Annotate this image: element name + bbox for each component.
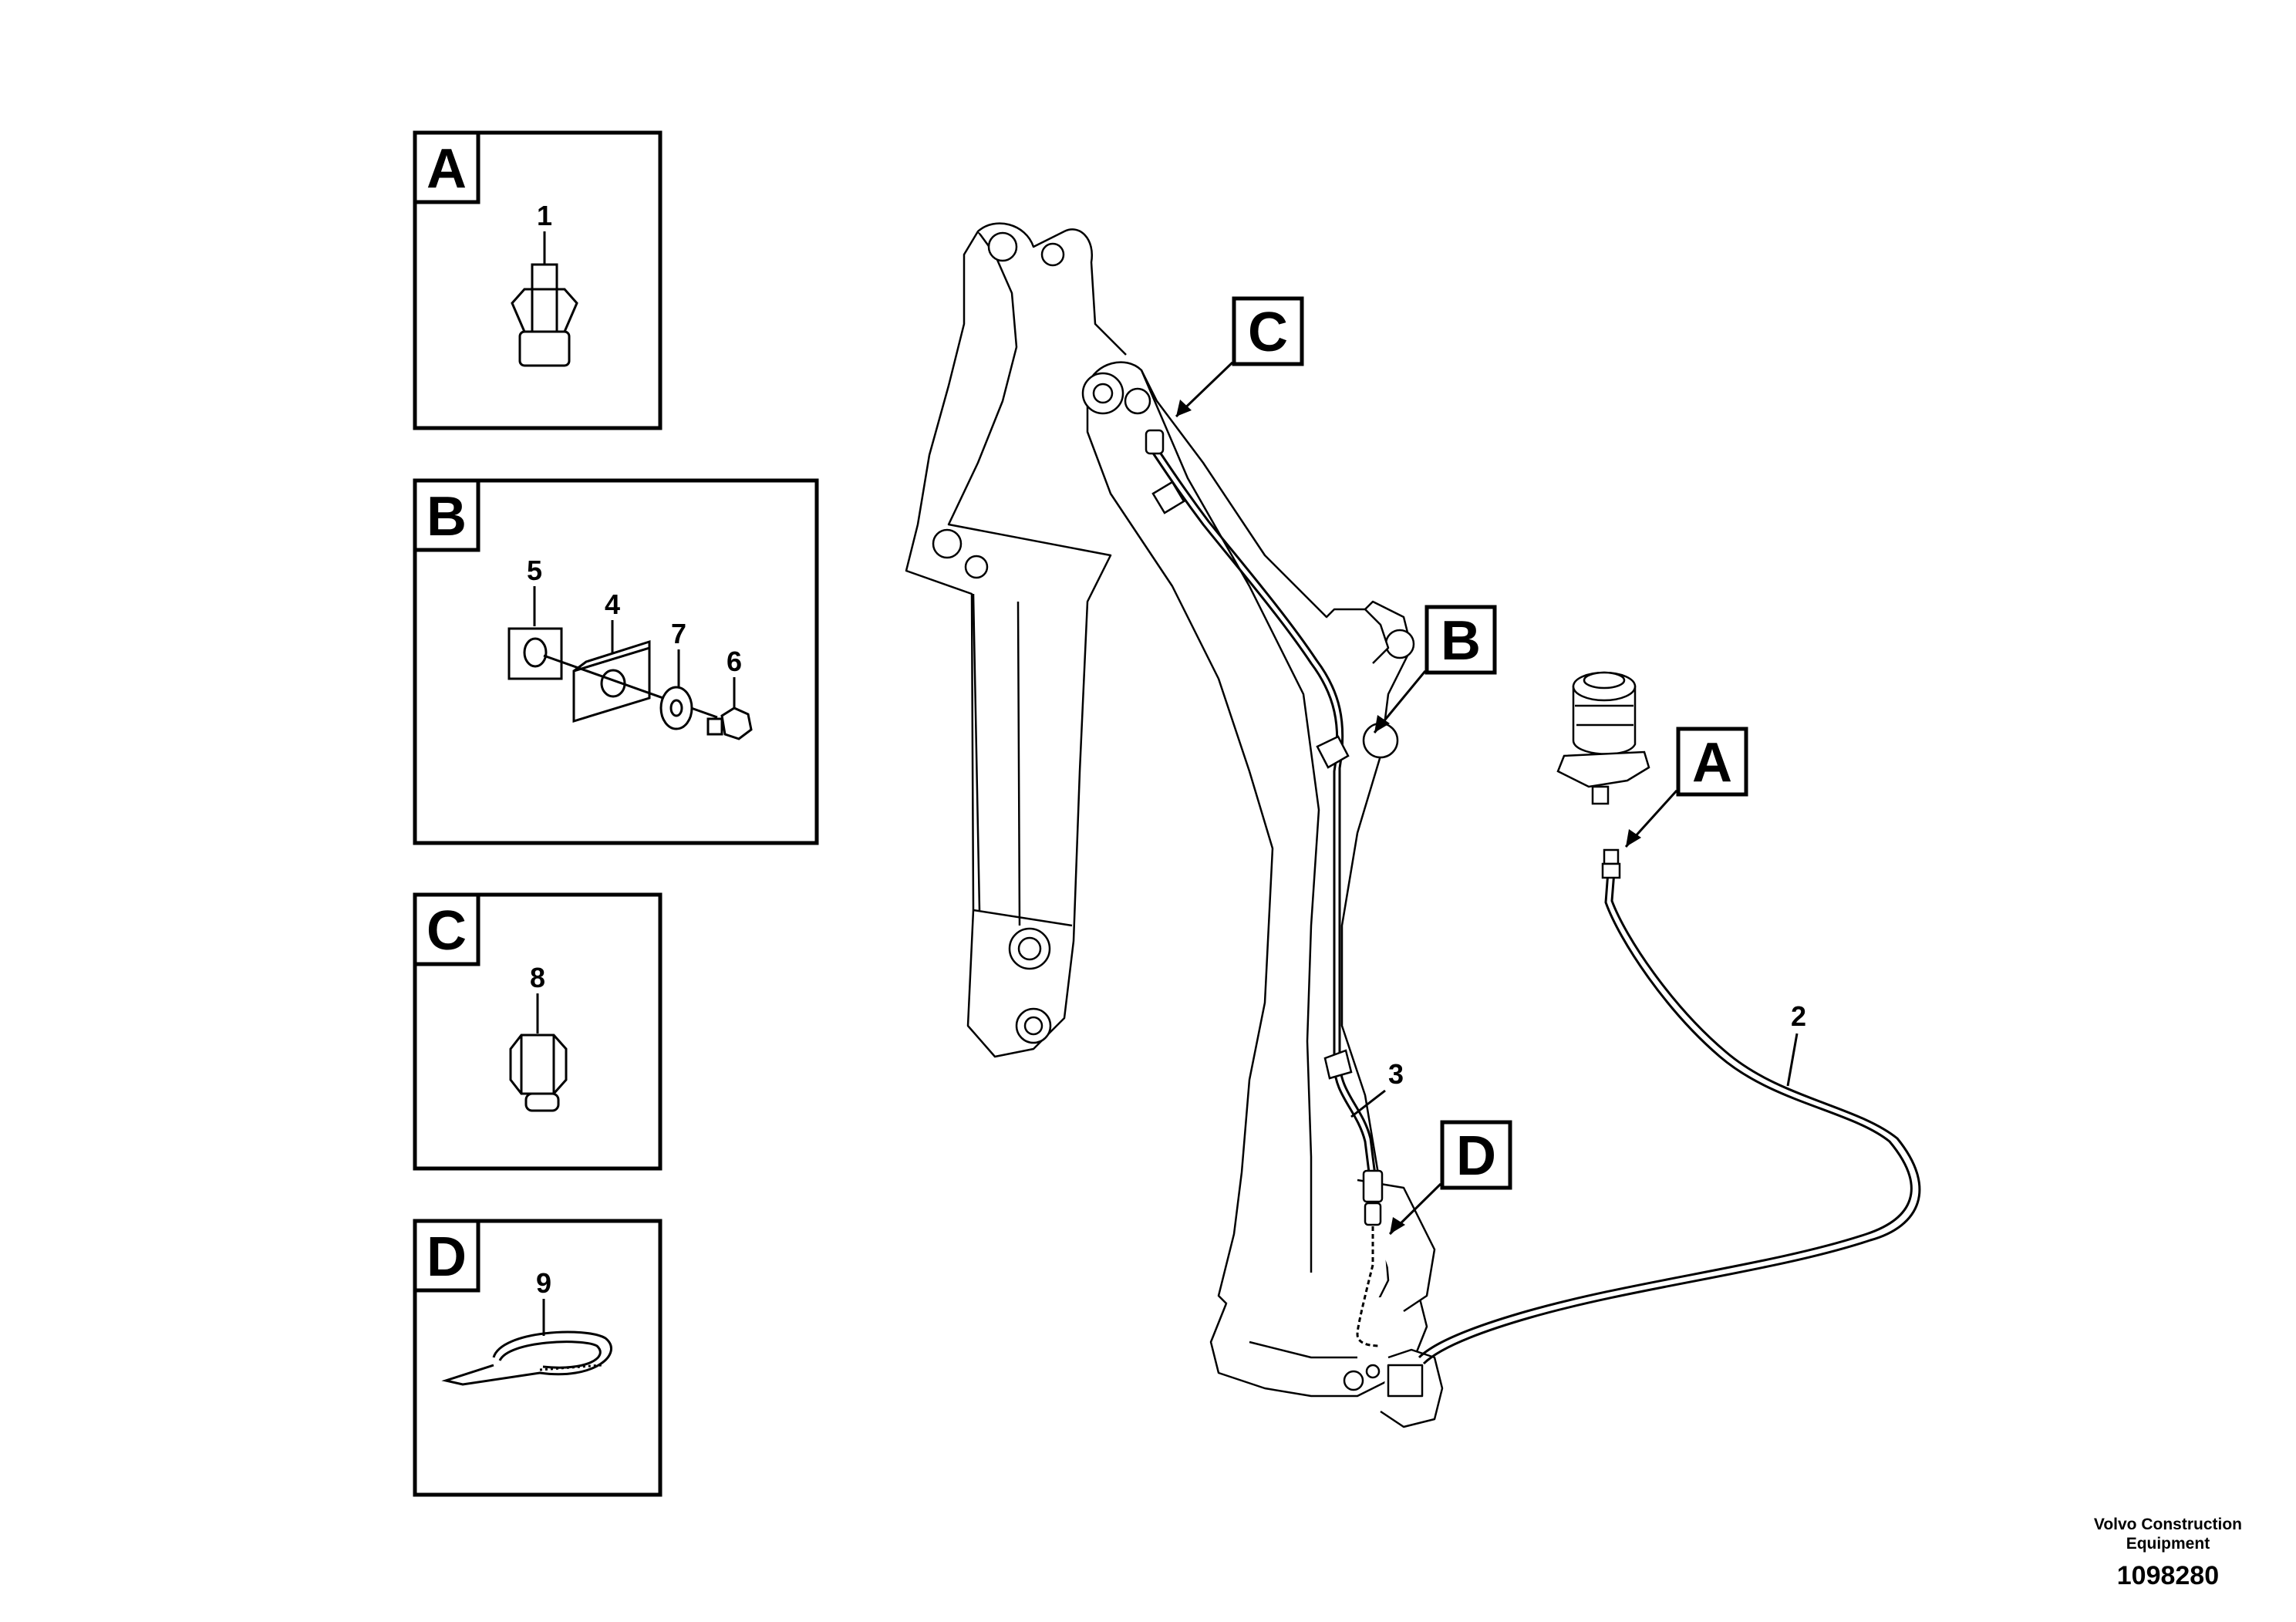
marker-letter-a: A [1692,732,1732,794]
hose-clamps [1145,429,1384,1226]
view-marker-a: A [1624,727,1748,848]
box-letter-a: A [426,138,467,200]
callout-1: 1 [537,200,552,231]
spacer-plate-icon [507,627,563,680]
detail-box-d: D 9 [413,1219,663,1497]
plug-cap-icon [509,1034,568,1112]
box-letter-c: C [426,900,467,962]
callout-3: 3 [1388,1058,1404,1090]
callout-9: 9 [536,1267,551,1299]
cable-tie-icon [441,1330,612,1386]
detail-box-b: B 5 4 7 6 [413,478,819,845]
bolt-icon [706,706,753,740]
callout-7: 7 [671,618,686,649]
view-marker-b: B [1373,605,1497,733]
detail-box-a: A 1 [413,130,663,430]
callout-4: 4 [605,588,620,620]
callout-5: 5 [527,555,542,586]
pressure-sensor-icon [1556,671,1650,805]
part-callout-2: 2 [1786,1000,1806,1087]
bracket-clip-icon [572,639,651,723]
part-callout-3: 3 [1350,1058,1404,1118]
marker-letter-b: B [1441,610,1481,672]
callout-2: 2 [1791,1000,1806,1032]
fitting-icon [511,263,578,367]
hose-2 [1418,871,1921,1365]
marker-letter-c: C [1248,302,1288,363]
view-marker-c: C [1175,296,1304,418]
callout-8: 8 [530,962,545,993]
callout-6: 6 [727,646,742,677]
hose-end-fitting [1601,848,1621,879]
excavator-arm-drawing [905,222,1444,1428]
view-marker-d: D [1388,1120,1512,1236]
marker-letter-d: D [1456,1125,1496,1187]
detail-box-c: C 8 [413,892,663,1171]
footer: Volvo Construction Equipment 1098280 [2094,1515,2242,1591]
manufacturer-name-line2: Equipment [2126,1535,2210,1553]
box-letter-d: D [426,1226,467,1288]
hose-3 [1148,443,1381,1347]
box-letter-b: B [426,486,467,548]
document-number: 1098280 [2116,1561,2220,1590]
manufacturer-name: Volvo Construction [2093,1516,2242,1533]
washer-icon [659,686,693,730]
